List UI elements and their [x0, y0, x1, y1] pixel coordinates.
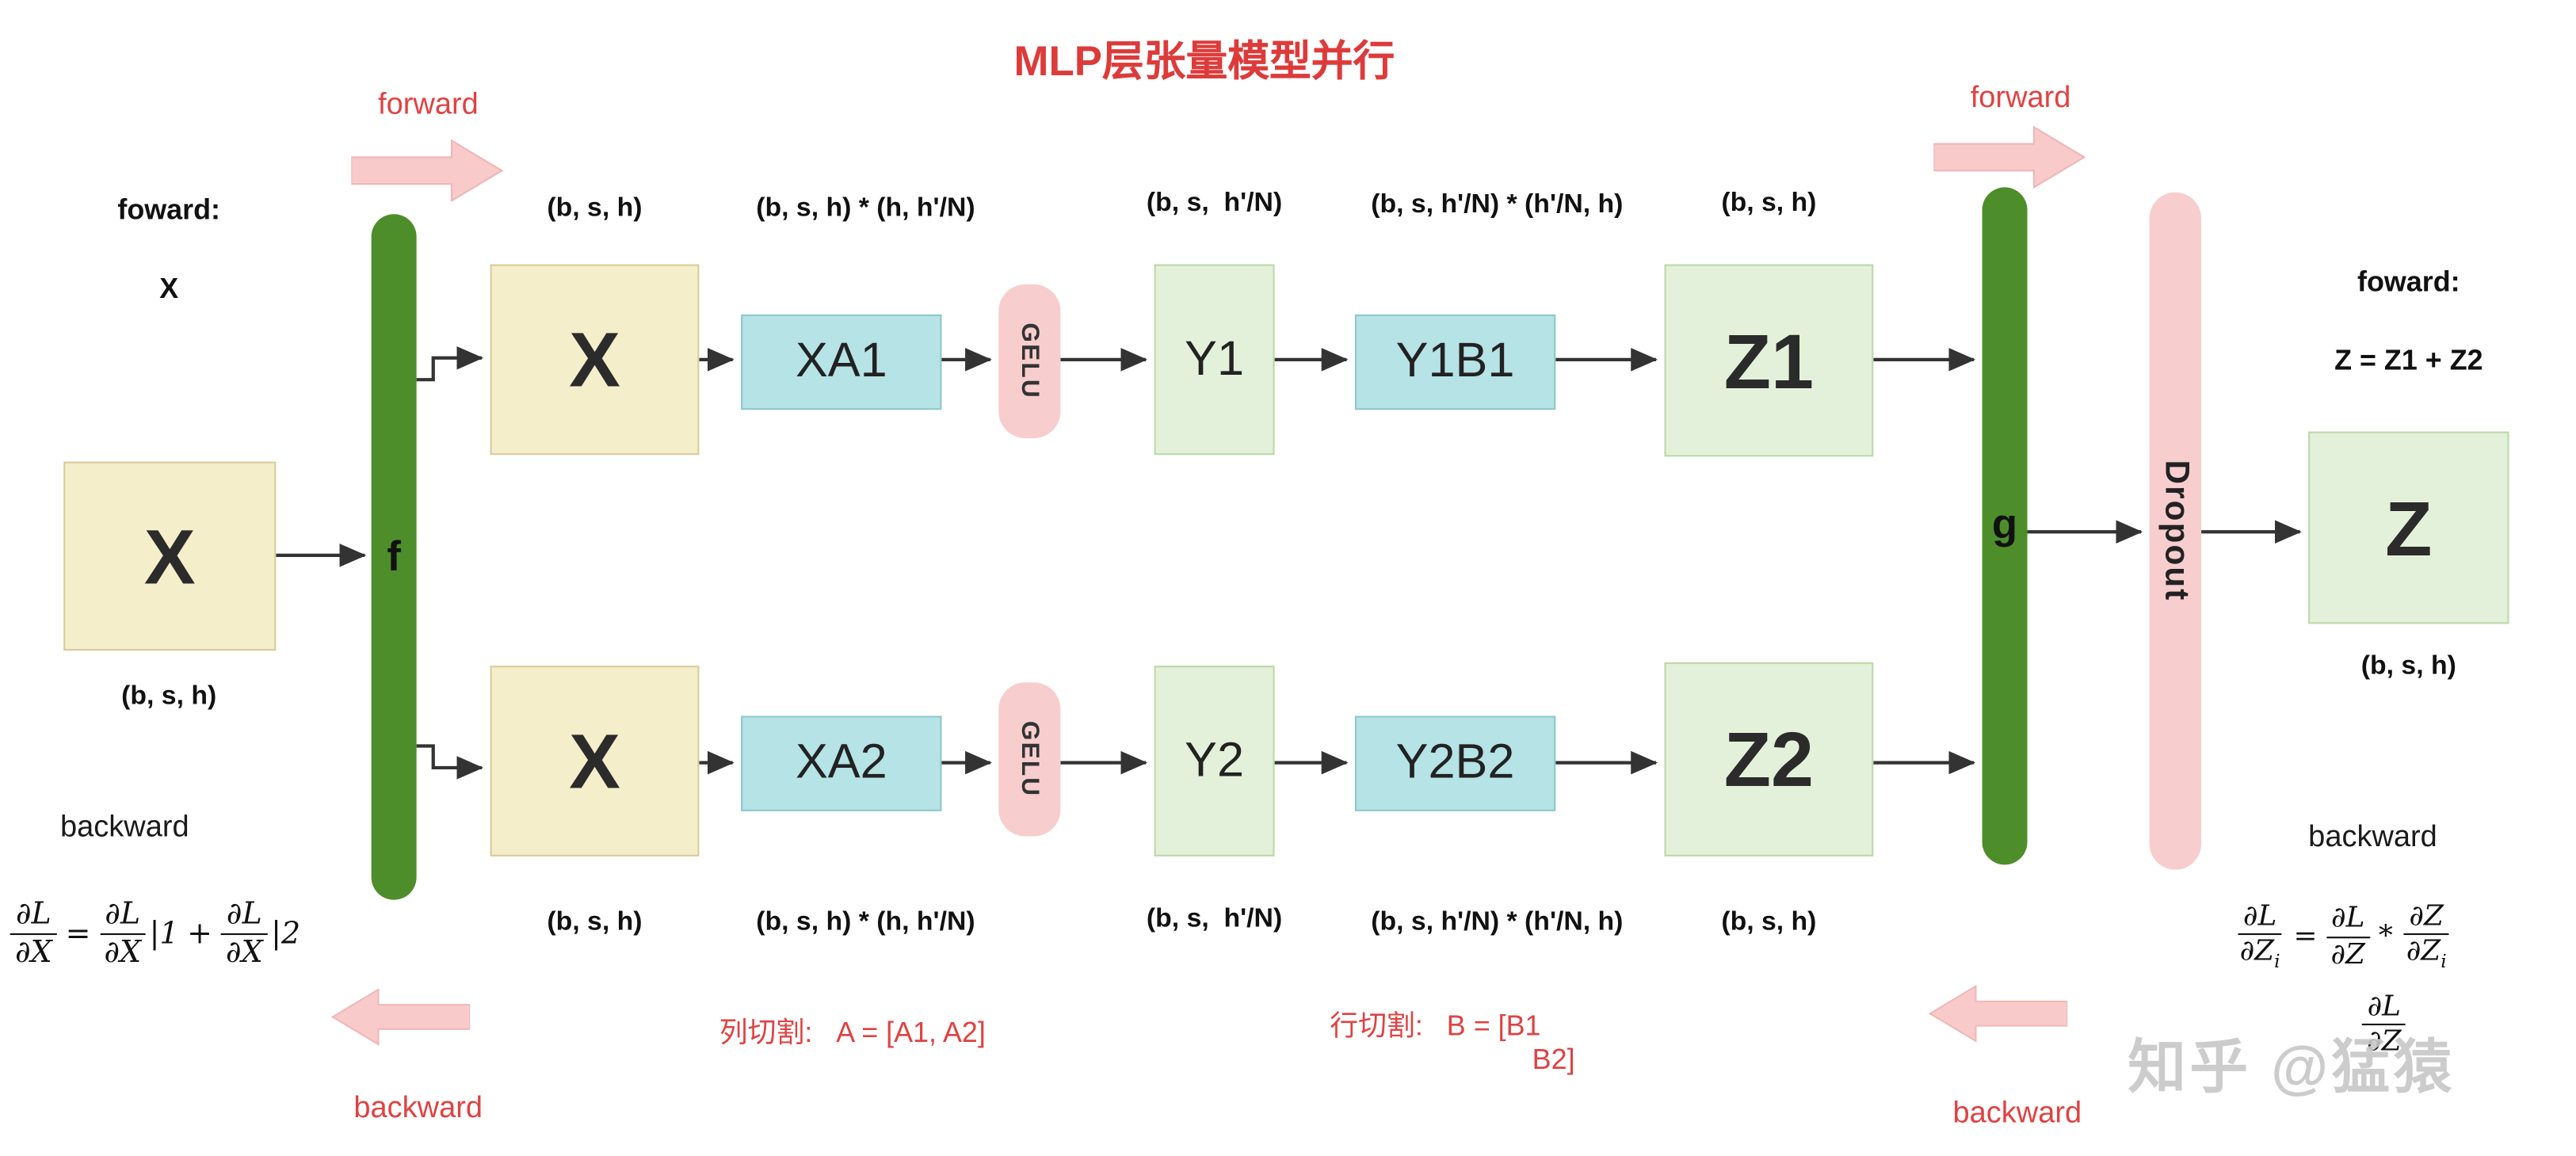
top-xa1-box: XA1 — [741, 314, 942, 410]
right-foward-note-line1: foward: — [2357, 265, 2460, 298]
bottom-z2-label: Z2 — [1723, 715, 1815, 803]
left-foward-note: foward: X — [93, 151, 244, 349]
right-backward-formula: ∂L∂Zi = ∂L∂Z * ∂Z∂Zi — [2234, 900, 2452, 974]
bottom-x-shape-label: (b, s, h) — [547, 908, 643, 937]
restriction-1: |1 — [149, 915, 179, 952]
backward-block-arrow-bottom-left — [330, 988, 471, 1046]
input-x-box: X — [63, 461, 277, 651]
bottom-xa2-label: XA2 — [795, 735, 887, 790]
row-split-note-line1: 行切割: B = [B1 — [1330, 1010, 1541, 1043]
fraction: ∂L∂Zi — [2234, 900, 2285, 974]
g-bar: g — [1982, 187, 2028, 865]
top-gelu-label: GELU — [1015, 322, 1044, 400]
top-y-shape-label: (b, s, h'/N) — [1146, 189, 1283, 218]
zhihu-watermark: 知乎 @猛猿 — [2128, 1035, 2456, 1101]
fraction: ∂L∂X — [221, 896, 268, 970]
arrow-f-to-x-top — [416, 345, 484, 382]
top-x-shape-label: (b, s, h) — [547, 193, 643, 223]
restriction-2: |2 — [271, 915, 301, 952]
top-z-shape-label: (b, s, h) — [1721, 189, 1817, 218]
times-sign: * — [2378, 920, 2393, 954]
left-foward-note-line2: X — [159, 273, 179, 306]
input-x-shape-label: (b, s, h) — [121, 682, 217, 712]
dropout-label: Dropout — [2158, 460, 2195, 602]
bottom-z2-box: Z2 — [1664, 662, 1874, 857]
bottom-x-label: X — [569, 717, 620, 805]
dropout-capsule: Dropout — [2149, 192, 2202, 870]
f-bar: f — [371, 214, 417, 900]
fraction: ∂L∂X — [10, 896, 57, 970]
row-split-note-line2: B2] — [1532, 1043, 1575, 1076]
bottom-yb-shape-label: (b, s, h'/N) * (h'/N, h) — [1371, 908, 1624, 937]
bottom-z-shape-label: (b, s, h) — [1721, 908, 1817, 937]
fraction: ∂L∂Z — [2362, 990, 2406, 1060]
left-backward-formula: ∂L∂X = ∂L∂X |1 + ∂L∂X |2 — [10, 896, 301, 970]
top-y1b1-box: Y1B1 — [1354, 314, 1556, 410]
arrow-f-to-x-bottom — [416, 744, 484, 780]
bottom-xa-shape-label: (b, s, h) * (h, h'/N) — [756, 908, 975, 937]
bottom-y-shape-label: (b, s, h'/N) — [1146, 905, 1283, 933]
backward-label-bottom-left: backward — [353, 1090, 483, 1124]
g-bar-label: g — [1991, 502, 2018, 549]
left-backward-label: backward — [59, 809, 189, 843]
top-z1-box: Z1 — [1664, 264, 1874, 457]
forward-label-top-right: forward — [1970, 80, 2071, 114]
forward-block-arrow-top-left — [351, 139, 504, 203]
top-y1b1-label: Y1B1 — [1395, 334, 1515, 388]
bottom-y2-box: Y2 — [1154, 666, 1275, 857]
fraction: ∂L∂X — [99, 896, 146, 970]
plus-sign: + — [187, 915, 213, 952]
equals-sign: = — [65, 915, 91, 952]
equals-sign: = — [2293, 920, 2318, 954]
bottom-gelu-label: GELU — [1015, 721, 1044, 798]
output-z-label: Z — [2385, 484, 2433, 571]
forward-block-arrow-top-right — [1933, 125, 2086, 189]
f-bar-label: f — [387, 532, 401, 580]
right-backward-label: backward — [2308, 819, 2437, 853]
output-z-shape-label: (b, s, h) — [2360, 652, 2456, 681]
top-x-box: X — [490, 264, 700, 456]
right-foward-note-line2: Z = Z1 + Z2 — [2334, 345, 2483, 377]
input-x-label: X — [143, 513, 196, 600]
bottom-gelu-capsule: GELU — [998, 682, 1061, 837]
fraction: ∂L∂Z — [2326, 902, 2370, 971]
output-z-box: Z — [2308, 431, 2509, 624]
column-split-note: 列切割: A = [A1, A2] — [719, 1017, 986, 1049]
bottom-y2b2-label: Y2B2 — [1395, 735, 1515, 790]
left-foward-note-line1: foward: — [117, 193, 220, 226]
top-xa1-label: XA1 — [795, 334, 887, 388]
top-yb-shape-label: (b, s, h'/N) * (h'/N, h) — [1371, 190, 1624, 219]
bottom-x-box: X — [490, 666, 700, 857]
backward-block-arrow-bottom-right — [1928, 984, 2068, 1043]
right-foward-note: foward: Z = Z1 + Z2 — [2275, 223, 2543, 422]
top-z1-label: Z1 — [1723, 317, 1815, 404]
bottom-y2b2-box: Y2B2 — [1354, 715, 1556, 811]
forward-label-top-left: forward — [378, 86, 479, 120]
bottom-y2-label: Y2 — [1185, 733, 1245, 788]
top-x-label: X — [569, 315, 620, 403]
top-xa-shape-label: (b, s, h) * (h, h'/N) — [756, 193, 975, 223]
backward-label-bottom-right: backward — [1952, 1095, 2082, 1129]
top-y1-box: Y1 — [1154, 264, 1275, 456]
top-y1-label: Y1 — [1185, 332, 1245, 386]
right-backward-formula-line2: ∂L∂Z — [2362, 990, 2406, 1060]
top-gelu-capsule: GELU — [998, 284, 1061, 439]
bottom-xa2-box: XA2 — [741, 715, 942, 811]
diagram-title: MLP层张量模型并行 — [1013, 38, 1395, 86]
fraction: ∂Z∂Zi — [2401, 900, 2452, 974]
